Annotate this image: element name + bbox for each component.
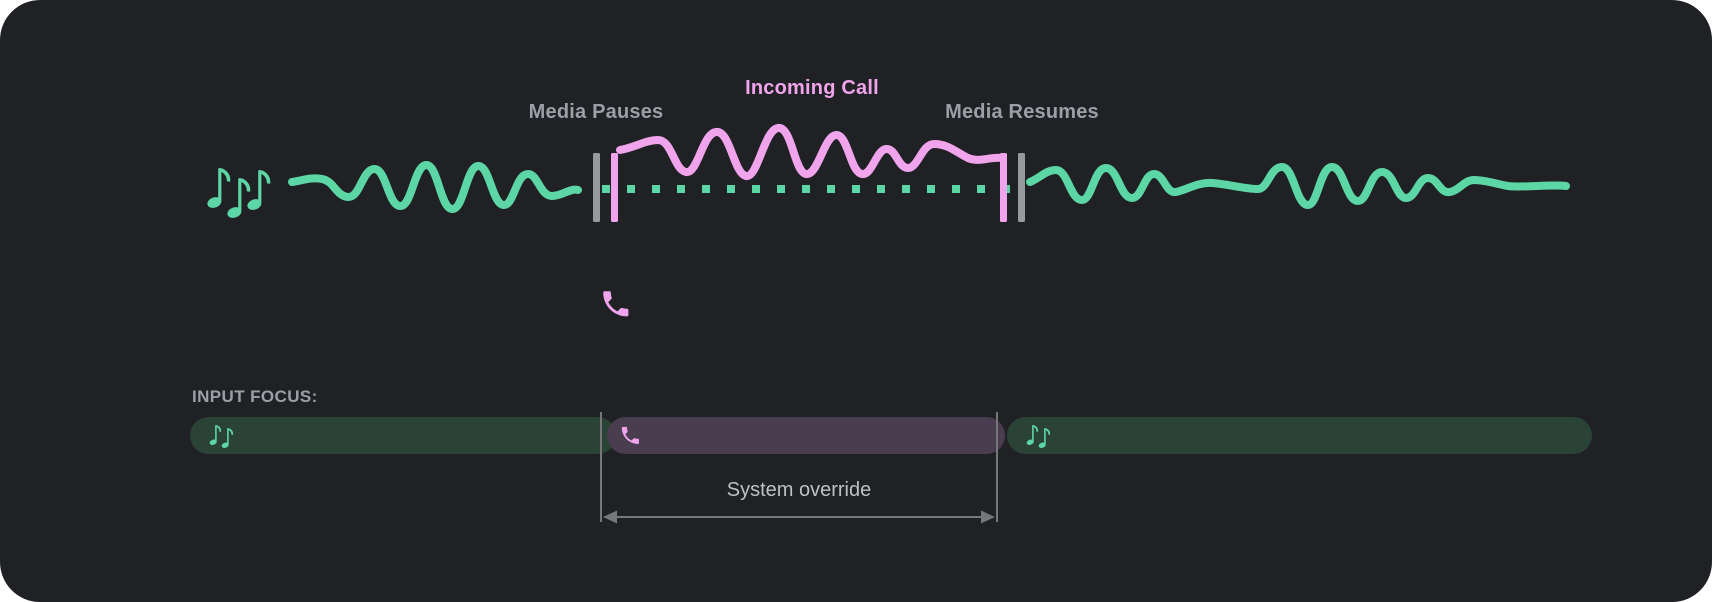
- call-waveform: [616, 124, 1006, 180]
- call-start-marker-bar: [611, 153, 618, 222]
- phone-icon: [603, 291, 629, 317]
- music-notes-icon: [1026, 424, 1051, 449]
- input-focus-heading: INPUT FOCUS:: [192, 387, 318, 406]
- call-end-marker-bar: [1000, 153, 1007, 222]
- focus-pill-media-before: [190, 417, 616, 454]
- incoming-call-label: Incoming Call: [745, 77, 879, 99]
- focus-pill-media-after: [1007, 417, 1592, 454]
- focus-pill-call: [607, 417, 1005, 454]
- music-notes-icon: [205, 168, 271, 220]
- media-waveform-before: [288, 161, 582, 213]
- media-pauses-label: Media Pauses: [528, 101, 664, 123]
- override-guide-line-right: [996, 412, 998, 522]
- media-resumes-label: Media Resumes: [945, 101, 1099, 123]
- override-range-arrow: [603, 510, 995, 524]
- override-guide-line-left: [600, 412, 602, 522]
- media-resume-marker-bar: [1018, 153, 1025, 222]
- phone-icon: [621, 426, 639, 444]
- media-pause-marker-bar: [593, 153, 600, 222]
- system-override-label: System override: [726, 479, 872, 501]
- media-waveform-after: [1026, 163, 1570, 209]
- music-notes-icon: [209, 424, 234, 449]
